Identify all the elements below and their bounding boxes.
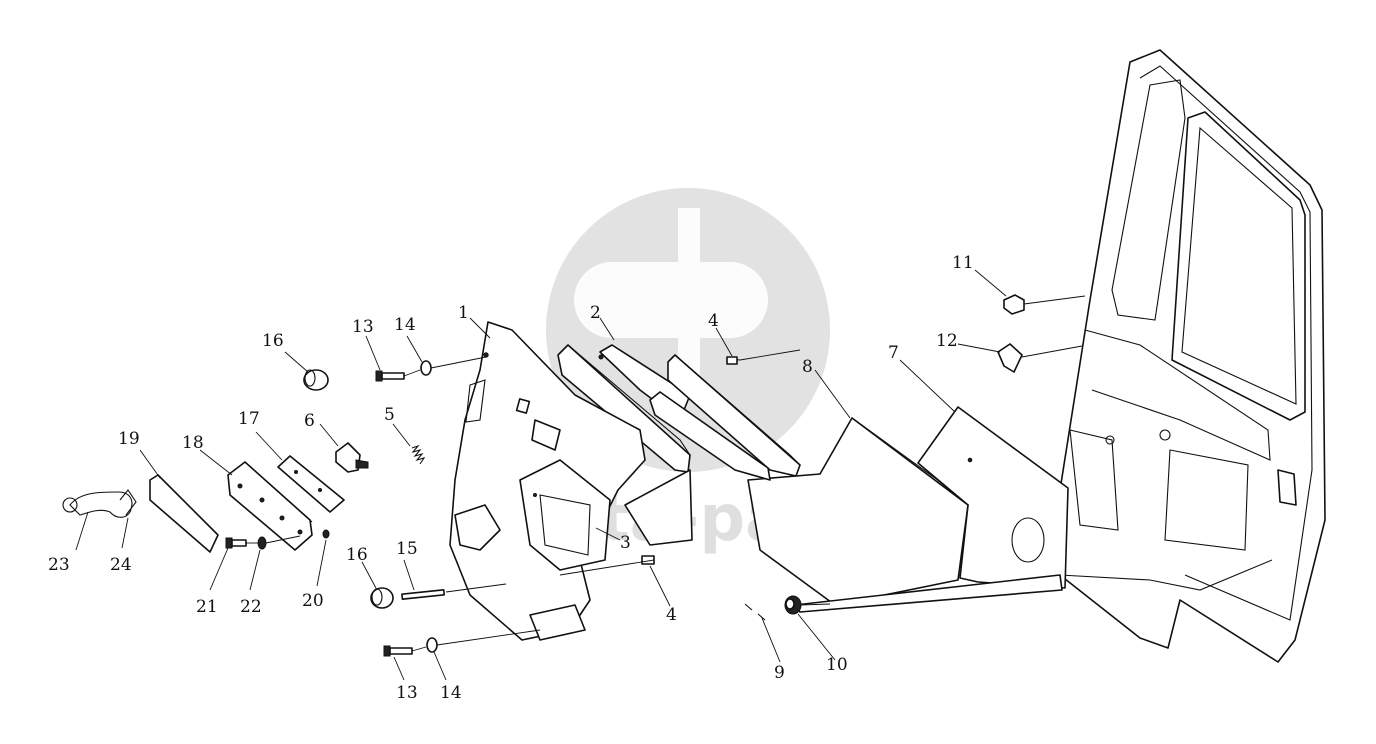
- watermark-logo-mark: [574, 208, 768, 392]
- callout-6: 6: [304, 411, 315, 431]
- part-16-upper-knob: [303, 369, 329, 391]
- door-frame: [1059, 49, 1326, 663]
- callout-4-upper: 4: [708, 311, 719, 331]
- callout-21: 21: [196, 597, 218, 617]
- callout-22: 22: [240, 597, 262, 617]
- part-19-plate: [149, 474, 219, 553]
- callout-15: 15: [396, 539, 418, 559]
- part-9-pin: [744, 603, 766, 621]
- part-11-clip: [1003, 294, 1025, 315]
- part-4-upper-bracket: [624, 354, 801, 546]
- part-16-lower-knob: [370, 587, 394, 609]
- callout-2: 2: [590, 303, 601, 323]
- assembly-lines: [246, 295, 1086, 652]
- callout-9: 9: [774, 663, 785, 683]
- callout-12: 12: [936, 331, 958, 351]
- callout-16-lower: 16: [346, 545, 368, 565]
- callout-11: 11: [952, 253, 974, 273]
- callout-20: 20: [302, 591, 324, 611]
- part-15-screw: [401, 589, 445, 600]
- callout-23: 23: [48, 555, 70, 575]
- part-5-spring: [411, 444, 426, 465]
- callout-7: 7: [888, 343, 899, 363]
- callout-3: 3: [620, 533, 631, 553]
- callout-1: 1: [458, 303, 469, 323]
- callout-14-upper: 14: [394, 315, 416, 335]
- callout-19: 19: [118, 429, 140, 449]
- callout-24: 24: [110, 555, 132, 575]
- part-10-clip: [784, 595, 802, 615]
- part-23-24-lever: [62, 489, 137, 518]
- callout-8: 8: [802, 357, 813, 377]
- part-18-bracket: [227, 461, 313, 551]
- callout-17: 17: [238, 409, 260, 429]
- callout-leaders: [75, 269, 1007, 681]
- callout-4-lower: 4: [666, 605, 677, 625]
- callout-14-lower: 14: [440, 683, 462, 703]
- callout-13-upper: 13: [352, 317, 374, 337]
- callout-labels: 23 24 19 18 17 21 22 20 16 6 13 14 5 16 …: [48, 253, 974, 703]
- callout-16-upper: 16: [262, 331, 284, 351]
- part-17-plate: [277, 455, 345, 513]
- part-8-panel: [747, 417, 1063, 613]
- callout-10: 10: [826, 655, 848, 675]
- callout-18: 18: [182, 433, 204, 453]
- part-13-14-lower-screw: [383, 637, 438, 657]
- part-12-nut: [997, 343, 1023, 373]
- callout-13-lower: 13: [396, 683, 418, 703]
- part-13-14-upper-screw: [375, 360, 432, 382]
- part-1-main-panel: [449, 321, 646, 641]
- part-6-lock: [335, 442, 369, 473]
- callout-5: 5: [384, 405, 395, 425]
